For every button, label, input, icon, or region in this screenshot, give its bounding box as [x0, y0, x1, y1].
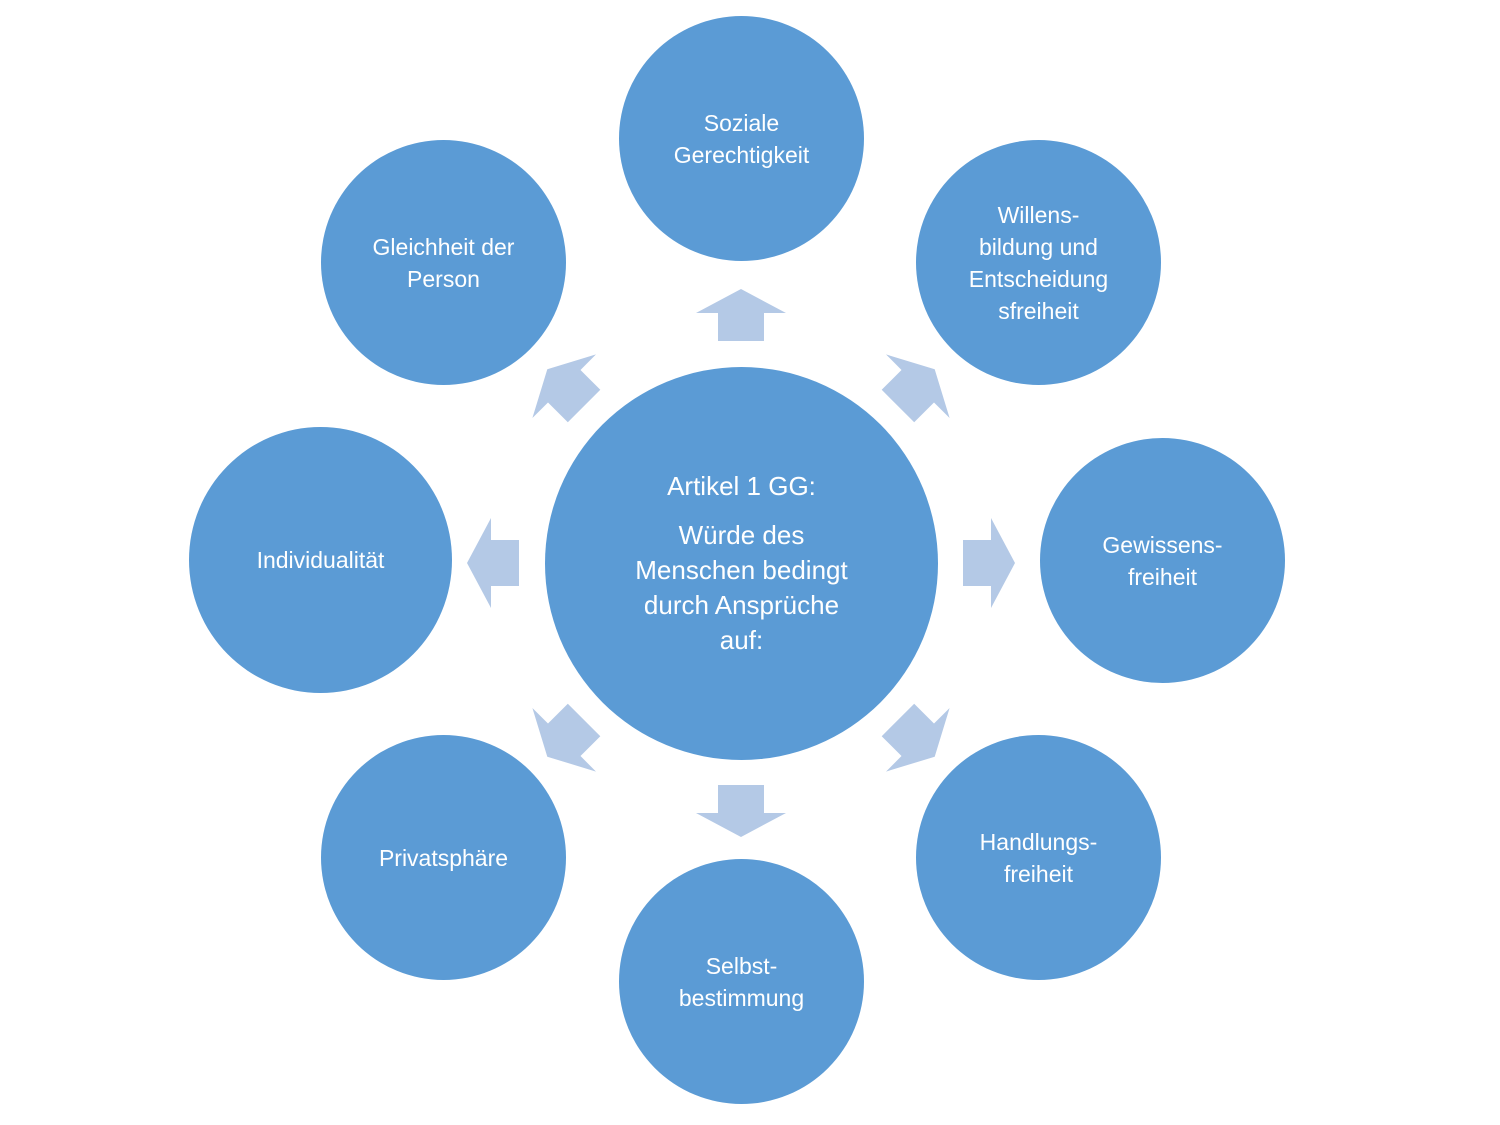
node-label: Selbst- bestimmung — [678, 952, 805, 1011]
node-selbstbestimmung: Selbst- bestimmung — [619, 859, 864, 1104]
arrow-left-icon — [467, 518, 519, 608]
arrow-up-left-icon — [532, 354, 601, 423]
center-text: Würde des Menschen bedingt durch Ansprüc… — [635, 520, 848, 655]
arrow-up-icon — [696, 289, 786, 341]
center-title: Artikel 1 GG: — [667, 471, 816, 501]
node-gewissensfreiheit: Gewissens- freiheit — [1040, 438, 1285, 683]
node-label: Soziale Gerechtigkeit — [673, 109, 810, 168]
arrow-down-right-icon — [881, 703, 950, 772]
arrow-up-right-icon — [881, 354, 950, 423]
node-label: Individualität — [256, 547, 385, 573]
node-label: Gleichheit der Person — [372, 233, 515, 292]
node-gleichheit: Gleichheit der Person — [321, 140, 566, 385]
arrow-down-icon — [696, 785, 786, 837]
node-label: Handlungs- freiheit — [979, 828, 1098, 887]
node-individualitaet: Individualität — [189, 427, 452, 693]
node-label: Gewissens- freiheit — [1102, 531, 1223, 590]
arrow-right-icon — [963, 518, 1015, 608]
node-willensbildung: Willens- bildung und Entscheidung sfreih… — [916, 140, 1161, 385]
node-soziale-gerechtigkeit: Soziale Gerechtigkeit — [619, 16, 864, 261]
center-node: Artikel 1 GG: Würde des Menschen bedingt… — [545, 367, 938, 760]
node-handlungsfreiheit: Handlungs- freiheit — [916, 735, 1161, 980]
node-label: Privatsphäre — [378, 844, 509, 871]
node-privatsphaere: Privatsphäre — [321, 735, 566, 980]
node-label: Willens- bildung und Entscheidung sfreih… — [968, 201, 1109, 324]
arrow-down-left-icon — [532, 703, 601, 772]
